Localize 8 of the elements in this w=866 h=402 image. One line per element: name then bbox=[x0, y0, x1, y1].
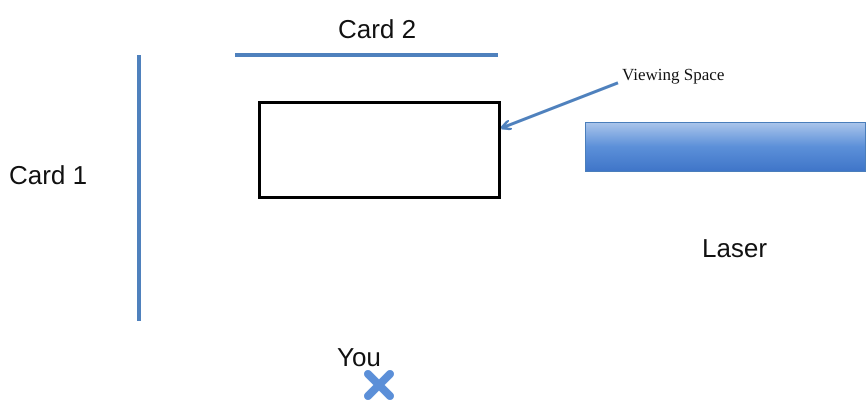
callout-text: Viewing Space bbox=[620, 62, 726, 88]
label-text: You bbox=[337, 344, 381, 370]
label-text: Laser bbox=[702, 235, 768, 261]
arrow bbox=[500, 81, 619, 130]
label-text: Card 1 bbox=[9, 162, 88, 188]
viewing-space-box bbox=[258, 101, 501, 199]
laser-bar bbox=[585, 122, 866, 172]
label-text: Card 2 bbox=[338, 16, 416, 42]
